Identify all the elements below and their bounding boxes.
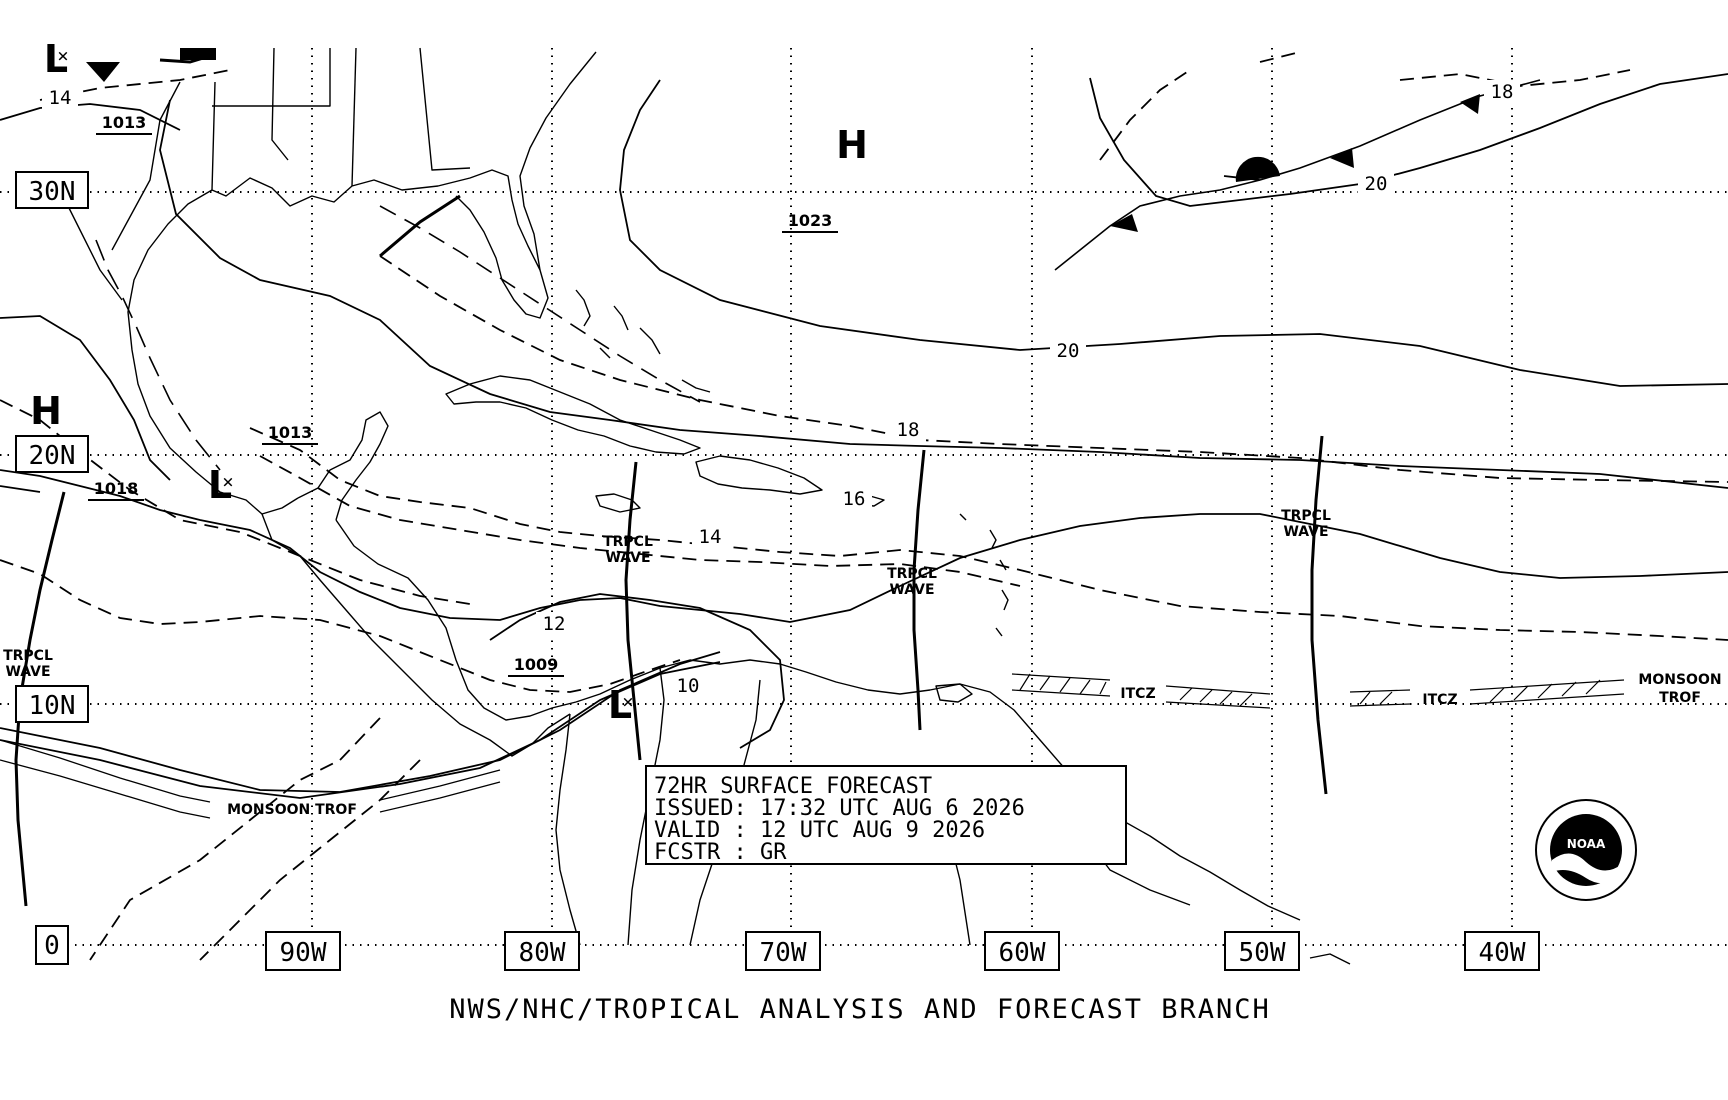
tropical-wave-label: WAVE	[5, 664, 50, 680]
pressure-value: 1018	[94, 479, 139, 498]
isobar-label: 20	[1057, 340, 1080, 362]
lon-label-70w: 70W	[760, 938, 807, 968]
frontal-boundaries	[86, 48, 1541, 271]
isobar-label: 16	[843, 488, 866, 510]
monsoon-trough-label: MONSOON TROF	[227, 802, 357, 818]
tropical-wave-label: TRPCL	[1281, 508, 1331, 524]
high-pressure-label: H	[836, 123, 868, 167]
isobar-label: 14	[699, 526, 722, 548]
longitude-labels: 90W 80W 70W 60W 50W 40W	[265, 931, 1540, 971]
forecast-title: 72HR SURFACE FORECAST	[654, 774, 932, 799]
low-pressure-label: L	[208, 463, 232, 507]
isobar-label: 10	[677, 675, 700, 697]
tropical-waves	[14, 435, 1328, 907]
lat-label-30n: 30N	[29, 177, 76, 207]
isobar-label: 18	[1491, 81, 1514, 103]
isobar-label: 12	[543, 613, 566, 635]
monsoon-trough-label: MONSOON	[1638, 672, 1721, 688]
low-center-marker-icon: ×	[57, 45, 68, 67]
low-center-marker-icon: ×	[622, 691, 633, 713]
footer-credit: NWS/NHC/TROPICAL ANALYSIS AND FORECAST B…	[449, 994, 1271, 1025]
pressure-value: 1013	[102, 113, 147, 132]
tropical-wave-label: TRPCL	[603, 534, 653, 550]
isobar-label: 14	[49, 87, 72, 109]
forecast-issued: ISSUED: 17:32 UTC AUG 6 2026	[654, 796, 1025, 821]
monsoon-trough-label: TROF	[1659, 690, 1701, 706]
pressure-value: 1009	[514, 655, 559, 674]
forecast-forecaster: FCSTR : GR	[654, 840, 787, 865]
low-center-marker-icon: ×	[222, 471, 233, 493]
lon-label-60w: 60W	[999, 938, 1046, 968]
tropical-wave-label: WAVE	[1283, 524, 1328, 540]
isobar-label: 20	[1365, 173, 1388, 195]
tropical-wave-label: WAVE	[605, 550, 650, 566]
lon-label-50w: 50W	[1239, 938, 1286, 968]
feature-labels: TRPCL WAVE TRPCL WAVE TRPCL WAVE TRPCL W…	[3, 508, 1721, 818]
low-pressure-label: L	[608, 683, 632, 727]
itcz-label: ITCZ	[1422, 692, 1457, 708]
isobar-value-labels: 14 20 18 16 14 12 10 18 20	[42, 80, 1520, 698]
lon-label-40w: 40W	[1479, 938, 1526, 968]
lat-label-20n: 20N	[29, 441, 76, 471]
pressure-value: 1013	[268, 423, 313, 442]
tropical-wave-label: TRPCL	[887, 566, 937, 582]
isobar-label: 18	[897, 419, 920, 441]
pressure-value: 1023	[788, 211, 833, 230]
noaa-logo-text: NOAA	[1567, 837, 1606, 851]
forecast-info-box: 72HR SURFACE FORECAST ISSUED: 17:32 UTC …	[645, 765, 1127, 865]
high-pressure-label: H	[30, 389, 62, 433]
forecast-valid: VALID : 12 UTC AUG 9 2026	[654, 818, 985, 843]
surface-troughs	[95, 205, 701, 471]
lat-label-equator: 0	[44, 931, 60, 961]
latitude-labels: 30N 20N 10N 0	[15, 171, 89, 965]
monsoon-trough	[0, 739, 501, 819]
lat-label-10n: 10N	[29, 691, 76, 721]
lon-label-90w: 90W	[280, 938, 327, 968]
tropical-wave-label: WAVE	[889, 582, 934, 598]
itcz-band	[1011, 673, 1625, 709]
tropical-wave-label: TRPCL	[3, 648, 53, 664]
lon-label-80w: 80W	[519, 938, 566, 968]
noaa-logo-icon: NOAA	[1535, 799, 1637, 901]
pressure-systems: H 1023 H 1018 L × 1013 L × 1013 L × 1009	[30, 37, 868, 727]
itcz-label: ITCZ	[1120, 686, 1155, 702]
low-pressure-label: L	[44, 37, 68, 81]
